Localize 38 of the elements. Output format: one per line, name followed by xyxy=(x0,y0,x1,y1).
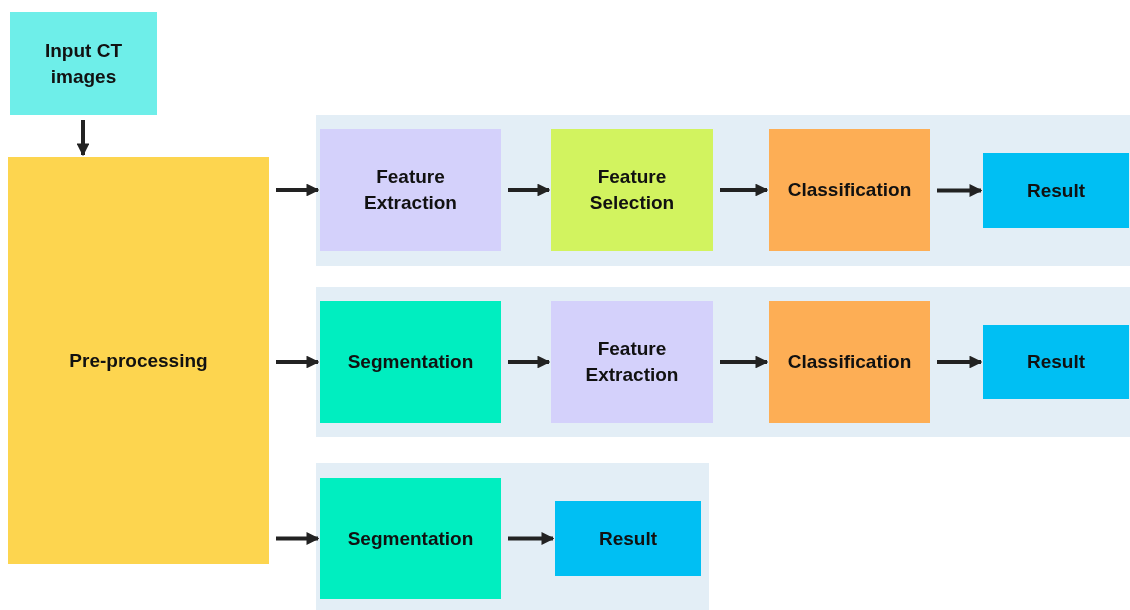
node-label: Segmentation xyxy=(347,350,474,375)
result-box xyxy=(555,501,701,576)
arrow xyxy=(720,355,769,369)
arrow xyxy=(720,183,769,197)
arrow xyxy=(276,355,320,369)
arrow xyxy=(276,532,320,545)
process-box xyxy=(8,157,269,564)
node-label: Input CT images xyxy=(44,38,123,89)
arrow xyxy=(937,355,983,369)
input-box xyxy=(10,12,157,115)
node-label: Feature Extraction xyxy=(584,337,680,387)
arrow xyxy=(276,183,320,197)
arrow xyxy=(508,532,555,545)
node-label: Result xyxy=(1026,350,1086,375)
node-label: Feature Selection xyxy=(588,165,676,215)
node-label: Result xyxy=(598,526,658,551)
process-box xyxy=(551,129,713,251)
node-label: Segmentation xyxy=(347,526,474,551)
node-label: Pre-processing xyxy=(69,348,208,373)
arrow xyxy=(508,355,551,369)
process-box xyxy=(320,129,501,251)
node-label: Result xyxy=(1026,178,1086,203)
process-box xyxy=(769,129,930,251)
node-label: Classification xyxy=(787,178,912,203)
node-label: Feature Extraction xyxy=(363,165,458,215)
node-label: Classification xyxy=(787,350,912,375)
process-box xyxy=(551,301,713,423)
process-box xyxy=(769,301,930,423)
result-box xyxy=(983,325,1129,399)
process-box xyxy=(320,478,501,599)
pipeline-band xyxy=(316,287,1130,437)
process-box xyxy=(320,301,501,423)
pipeline-band xyxy=(316,463,709,610)
arrow xyxy=(76,120,90,157)
arrow xyxy=(937,184,983,197)
arrow xyxy=(508,183,551,197)
pipeline-band xyxy=(316,115,1130,266)
result-box xyxy=(983,153,1129,228)
